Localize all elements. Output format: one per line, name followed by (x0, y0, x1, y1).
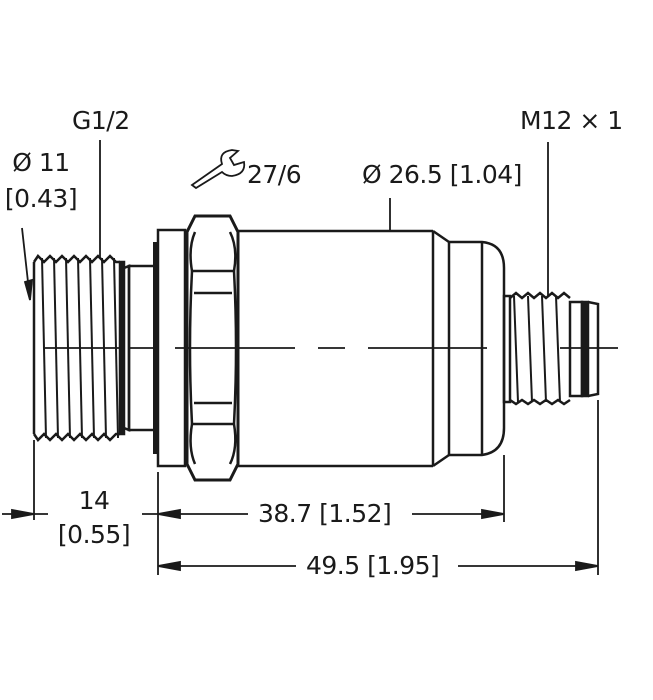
body-length-label: 38.7 [1.52] (258, 499, 392, 528)
process-diameter-in-label: [0.43] (4, 184, 78, 213)
wrench-icon (190, 149, 246, 190)
connector-thread-label: M12 × 1 (520, 106, 623, 135)
sensor-body (238, 229, 506, 468)
wrench-size-label: 27/6 (247, 160, 302, 189)
leader-lines (21, 140, 599, 575)
overall-length-label: 49.5 [1.95] (306, 551, 440, 580)
process-diameter-mm-label: Ø 11 (12, 148, 70, 177)
thread-length-mm-label: 14 (78, 486, 110, 515)
body-diameter-label: Ø 26.5 [1.04] (362, 160, 522, 189)
thread-length-in-label: [0.55] (57, 520, 131, 549)
connector-thread (502, 291, 600, 406)
process-thread (32, 242, 157, 454)
dimension-lines (2, 508, 599, 572)
hex-nut (156, 214, 240, 482)
process-thread-label: G1/2 (72, 106, 130, 135)
